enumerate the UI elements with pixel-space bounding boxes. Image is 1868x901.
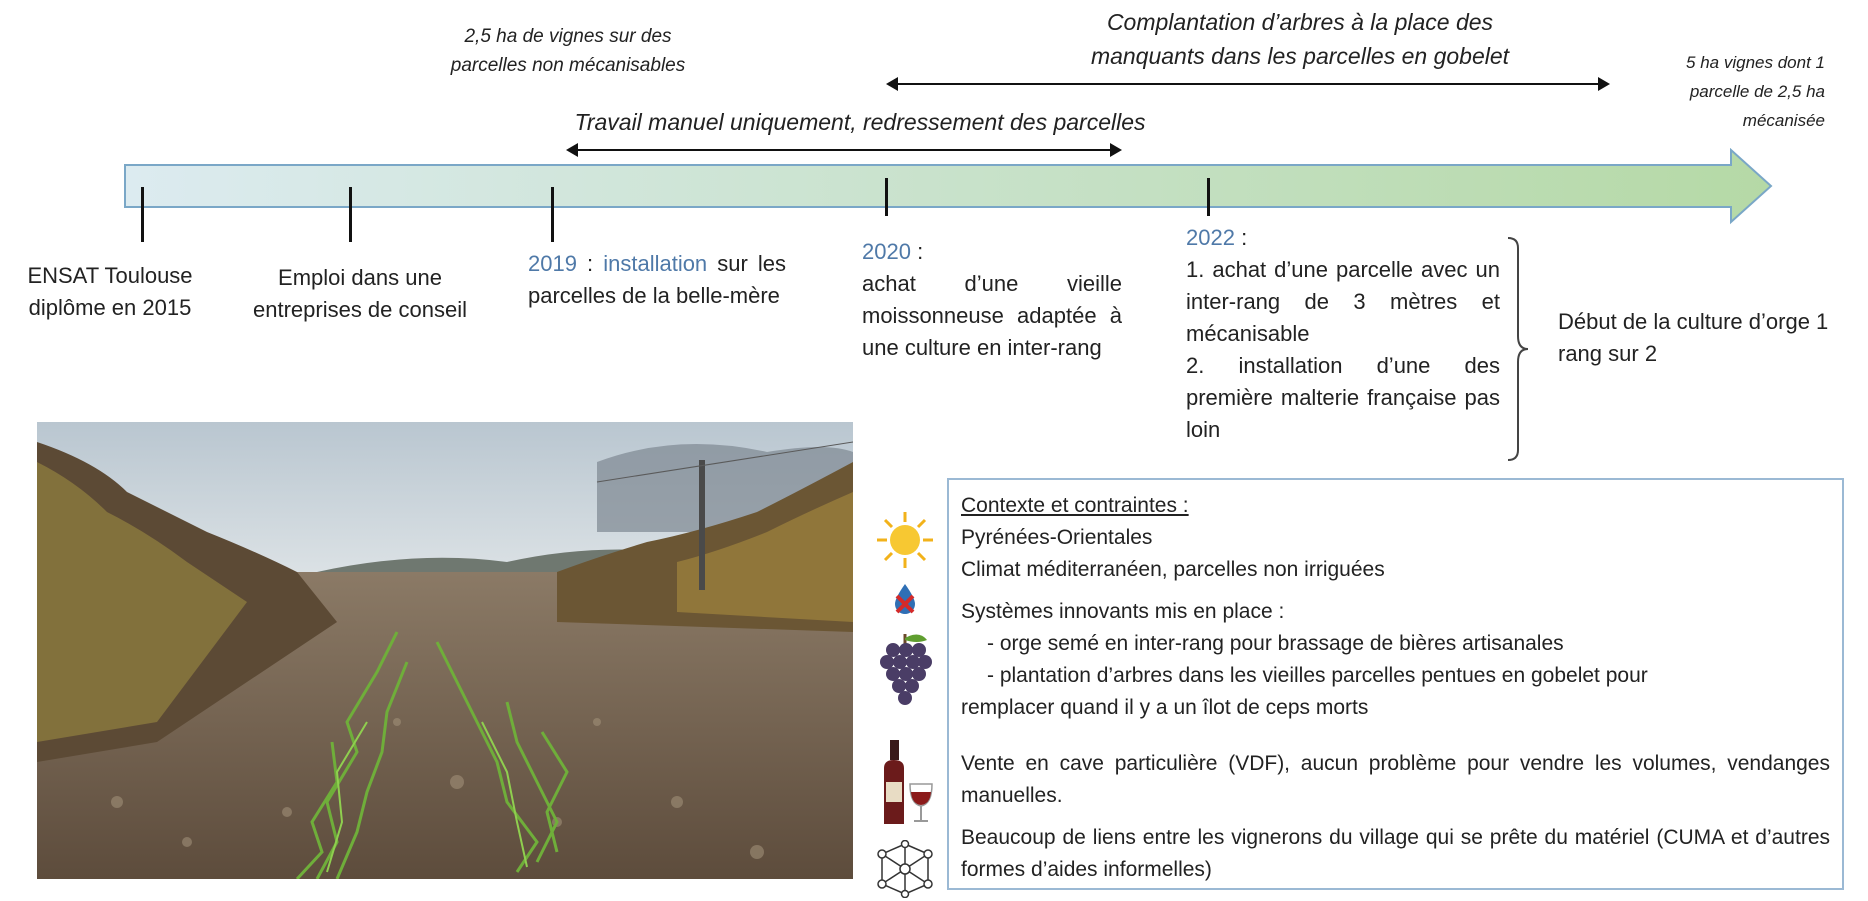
year-2019: 2019 <box>528 251 577 276</box>
tick-ensat <box>141 187 144 242</box>
sun-icon <box>877 512 933 568</box>
event-emploi: Emploi dans une entreprises de conseil <box>252 265 467 322</box>
tick-2022 <box>1207 178 1210 216</box>
event-2019-text: sur les parcelles de la belle-mère <box>528 251 786 308</box>
event-2022-colon: : <box>1234 225 1248 250</box>
label-complantation-line1: Complantation d’arbres à la place des <box>1106 9 1494 35</box>
event-2019-keyword: installation <box>603 251 708 276</box>
context-system-2b: remplacer quand il y a un îlot de ceps m… <box>961 696 1369 719</box>
context-system-1: - orge semé en inter-rang pour brassage … <box>987 632 1564 655</box>
no-water-icon <box>895 584 915 614</box>
context-heading: Contexte et contraintes : <box>961 494 1189 517</box>
year-2022: 2022 <box>1186 225 1235 250</box>
event-2020-colon: : <box>910 239 924 264</box>
event-2022: 2022 : 1. achat d’une parcelle avec un i… <box>1186 222 1500 446</box>
wine-icon <box>884 740 933 824</box>
context-network: Beaucoup de liens entre les vignerons du… <box>961 826 1830 881</box>
grapes-icon <box>880 634 932 705</box>
timeline-arrow <box>124 148 1773 225</box>
range-arrow-complantation <box>886 77 1610 91</box>
label-vines: 2,5 ha de vignes sur des parcelles non m… <box>450 26 686 76</box>
label-end-line1: 5 ha vignes dont 1 <box>1686 53 1825 72</box>
event-orge: Début de la culture d’orge 1 rang sur 2 <box>1558 309 1829 366</box>
context-box: Contexte et contraintes : Pyrénées-Orien… <box>947 478 1844 890</box>
label-travail: Travail manuel uniquement, redressement … <box>574 109 1146 135</box>
label-end-state: 5 ha vignes dont 1 parcelle de 2,5 ha mé… <box>1630 48 1825 135</box>
year-2020: 2020 <box>862 239 911 264</box>
network-icon <box>877 840 933 898</box>
vineyard-photo <box>37 422 853 879</box>
tick-emploi <box>349 187 352 242</box>
range-arrow-travail <box>566 143 1122 157</box>
label-end-line3: mécanisée <box>1742 111 1825 130</box>
context-system-2a: - plantation d’arbres dans les vieilles … <box>987 664 1648 687</box>
label-complantation-line2: manquants dans les parcelles en gobelet <box>1090 43 1510 69</box>
event-2019-sep: : <box>576 251 604 276</box>
brace <box>1507 237 1529 461</box>
context-sales: Vente en cave particulière (VDF), aucun … <box>961 752 1830 807</box>
context-region: Pyrénées-Orientales <box>961 526 1153 549</box>
label-complantation: Complantation d’arbres à la place des ma… <box>1040 5 1560 73</box>
context-systems-title: Systèmes innovants mis en place : <box>961 600 1285 623</box>
label-end-line2: parcelle de 2,5 ha <box>1689 82 1825 101</box>
tick-2019 <box>551 187 554 242</box>
event-2022-item1: 1. achat d’une parcelle avec un inter-ra… <box>1186 257 1500 346</box>
event-2020: 2020 : achat d’une vieille moissonneuse … <box>862 236 1122 364</box>
tick-2020 <box>885 178 888 216</box>
context-climate: Climat méditerranéen, parcelles non irri… <box>961 558 1385 581</box>
event-2022-item2: 2. installation d’une des première malte… <box>1186 353 1500 442</box>
event-ensat: ENSAT Toulouse diplôme en 2015 <box>27 263 193 320</box>
event-2020-text: achat d’une vieille moissonneuse adaptée… <box>862 271 1122 360</box>
event-2019: 2019 : installation sur les parcelles de… <box>528 248 786 312</box>
